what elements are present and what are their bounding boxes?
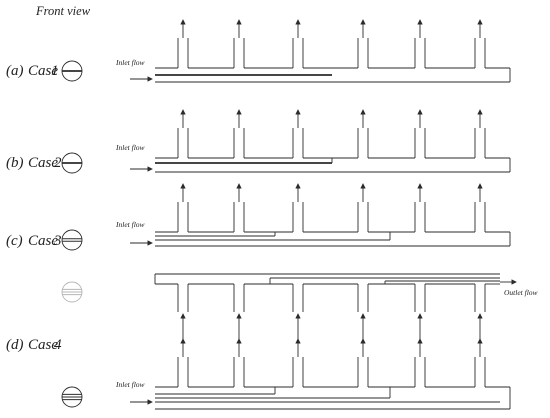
case-label-c: (c) Case 3 — [6, 233, 62, 249]
outlet-flow-label-d: Outlet flow — [504, 288, 538, 297]
case-c-name: Case — [28, 233, 58, 249]
manifold-drawings — [130, 19, 517, 410]
manifold-d-outlet — [154, 273, 517, 340]
inlet-flow-label-b: Inlet flow — [115, 143, 145, 152]
inlet-flow-label-c: Inlet flow — [115, 220, 145, 229]
case-a-number: 1 — [51, 63, 59, 79]
case-d-letter: (d) — [6, 337, 24, 353]
cross-section-icon-c — [61, 229, 83, 251]
manifold-c — [130, 183, 511, 247]
cross-section-icon-b — [61, 152, 83, 174]
manifold-b — [130, 109, 511, 173]
cross-section-icon-a — [61, 60, 83, 82]
case-label-a: (a) Case 1 — [6, 63, 59, 79]
case-d-name: Case — [28, 337, 58, 353]
case-label-d: (d) Case 4 — [6, 337, 62, 353]
case-c-letter: (c) — [6, 233, 23, 249]
case-a-letter: (a) — [6, 63, 24, 79]
case-c-number: 3 — [53, 233, 62, 249]
inlet-flow-label-d: Inlet flow — [115, 380, 145, 389]
case-d-number: 4 — [54, 337, 62, 353]
cross-section-icon-d-top — [61, 281, 83, 303]
manifold-a — [130, 19, 511, 83]
case-label-b: (b) Case 2 — [6, 155, 62, 171]
cross-section-icon-d-bottom — [61, 386, 83, 408]
inlet-flow-label-a: Inlet flow — [115, 58, 145, 67]
case-b-name: Case — [28, 155, 58, 171]
cross-section-icons — [61, 60, 83, 408]
front-view-title: Front view — [35, 4, 91, 18]
manifold-d — [130, 338, 511, 410]
case-a-name: Case — [28, 63, 58, 79]
case-b-number: 2 — [54, 155, 62, 171]
case-b-letter: (b) — [6, 155, 24, 171]
tube-circle-icon — [61, 229, 83, 251]
